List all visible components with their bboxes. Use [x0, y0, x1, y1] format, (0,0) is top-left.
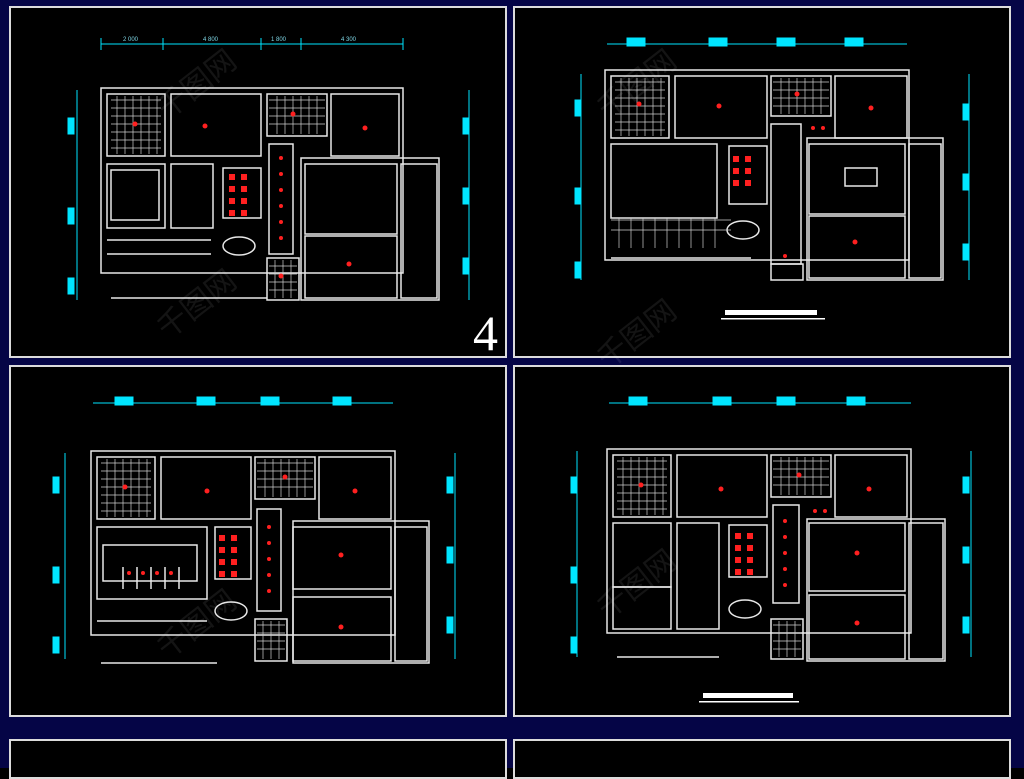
side-dimensions	[67, 90, 470, 300]
walls	[100, 87, 440, 301]
tile-grids	[611, 78, 829, 248]
floor-plan-4	[570, 396, 972, 703]
dimension-lines	[570, 396, 972, 657]
dim-label-1: 2 000	[123, 37, 139, 43]
plan-panel-3	[9, 365, 507, 717]
floor-plan-1: 2 000 4 800 1 800 4 300	[67, 37, 470, 301]
top-dimension-line	[100, 38, 404, 50]
fixture-markers	[636, 91, 874, 258]
sheet-number: 4	[473, 305, 498, 358]
dimension-lines	[574, 37, 970, 280]
walls	[90, 450, 430, 664]
plan-panel-2	[513, 6, 1011, 358]
title-bar	[699, 693, 799, 703]
plan-panel-5-partial	[9, 739, 507, 779]
walls	[606, 448, 946, 662]
dim-label-2: 4 800	[203, 37, 219, 43]
walls	[604, 69, 944, 281]
title-bar	[721, 310, 825, 320]
dim-label-3: 1 800	[271, 37, 287, 43]
dimension-lines	[52, 396, 456, 659]
fixture-markers	[122, 474, 358, 630]
fixture-markers	[132, 111, 368, 279]
tile-grids	[617, 457, 829, 657]
floor-plan-2	[574, 37, 970, 320]
floor-plan-3	[52, 396, 456, 664]
fixture-markers	[638, 472, 872, 626]
plan-panel-1: 2 000 4 800 1 800 4 300	[9, 6, 507, 358]
dim-label-4: 4 300	[341, 37, 357, 43]
plan-panel-6-partial	[513, 739, 1011, 779]
plan-panel-4	[513, 365, 1011, 717]
